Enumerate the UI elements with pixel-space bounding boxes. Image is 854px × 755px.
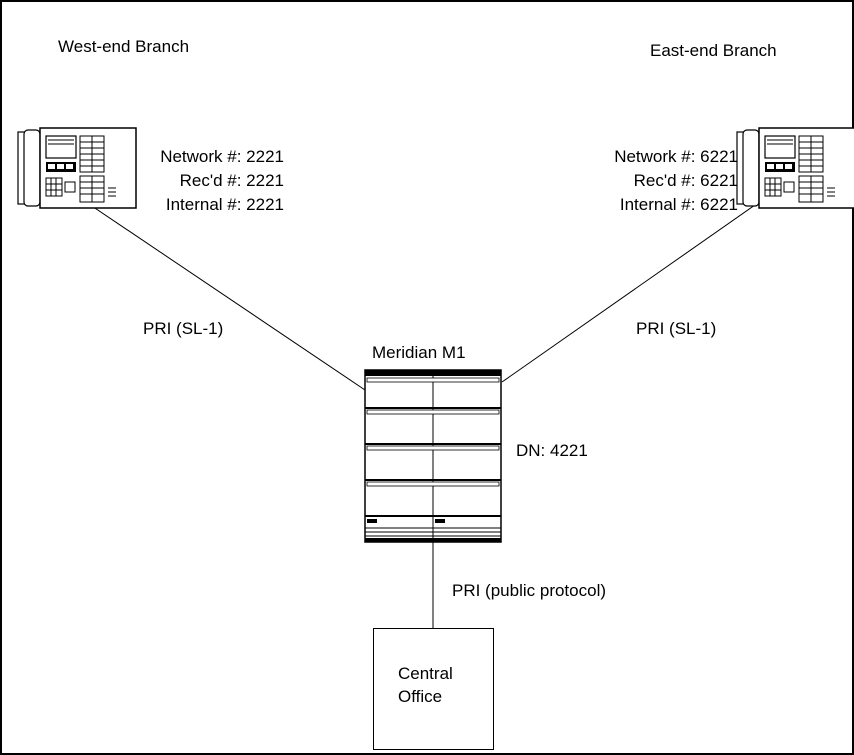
switch-dn: DN: 4221	[516, 441, 588, 460]
west-recd-number: Rec'd #: 2221	[179, 171, 284, 190]
west-internal-number: Internal #: 2221	[165, 195, 284, 214]
co-pri-label: PRI (public protocol)	[452, 581, 607, 600]
east-network-number: Network #: 6221	[614, 147, 738, 166]
west-pri-line	[79, 197, 366, 391]
west-telephone-icon	[17, 127, 137, 209]
central-office-line1: Central	[398, 664, 453, 683]
east-recd-number: Rec'd #: 6221	[633, 171, 738, 190]
central-office-line2: Office	[398, 687, 443, 706]
central-office-label: Central Office	[398, 662, 453, 708]
east-branch-title: East-end Branch	[650, 41, 777, 60]
pbx-cabinet-icon	[364, 369, 502, 543]
west-pri-label: PRI (SL-1)	[143, 319, 224, 338]
east-pri-label: PRI (SL-1)	[636, 319, 717, 338]
west-branch-title: West-end Branch	[58, 37, 190, 56]
east-telephone-icon	[736, 127, 854, 209]
central-office-box: Central Office	[373, 628, 494, 750]
west-network-number: Network #: 2221	[160, 147, 284, 166]
east-pri-line	[501, 197, 766, 383]
east-internal-number: Internal #: 6221	[619, 195, 738, 214]
switch-name: Meridian M1	[372, 343, 466, 362]
